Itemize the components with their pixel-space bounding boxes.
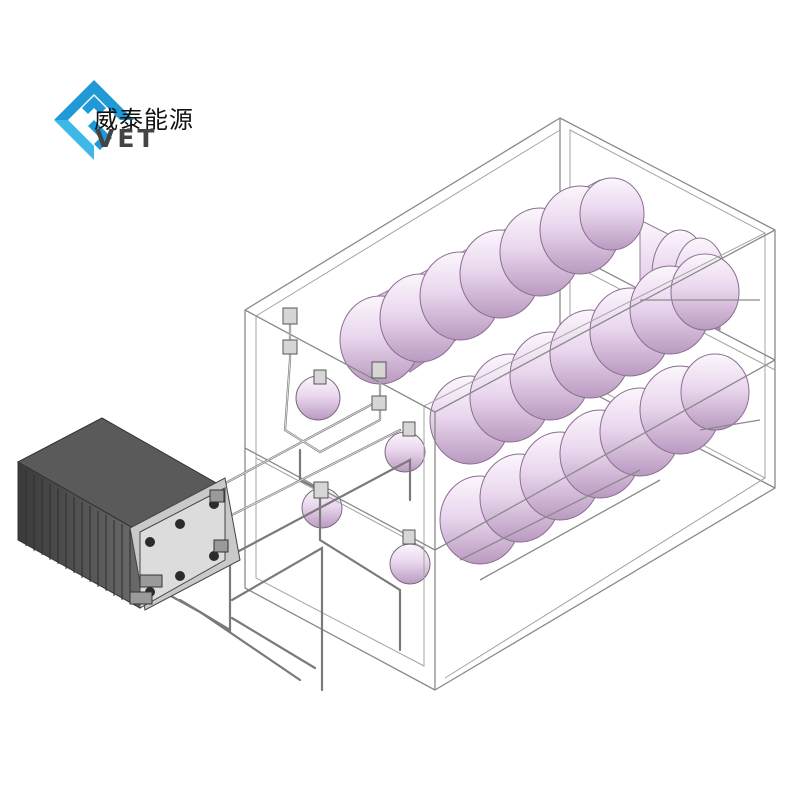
stack-row-top — [339, 177, 645, 385]
heat-exchanger — [16, 417, 241, 611]
valves — [282, 307, 416, 545]
logo-mark-icon — [54, 80, 134, 160]
side-supports — [459, 299, 761, 581]
brand-name-english: VET — [95, 124, 158, 153]
company-logo — [52, 78, 252, 168]
brand-name-chinese: 威泰能源 — [94, 106, 194, 134]
frame-front — [244, 117, 776, 691]
stack-row-bottom — [439, 353, 750, 565]
piping — [158, 313, 412, 692]
